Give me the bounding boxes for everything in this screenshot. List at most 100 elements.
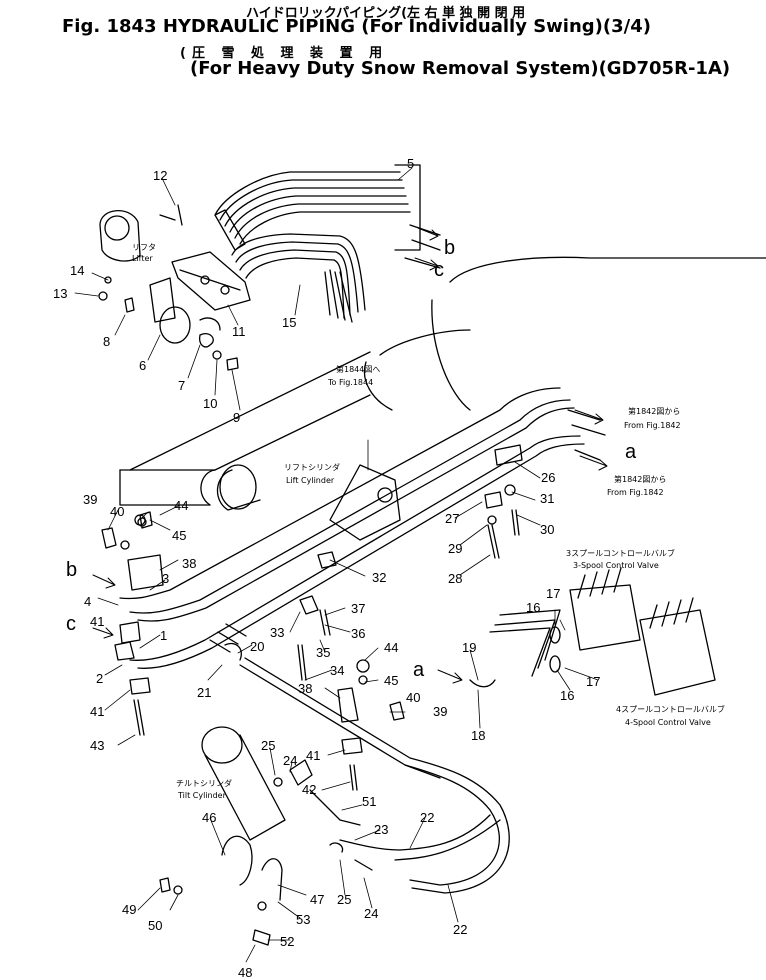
title-line-system: (For Heavy Duty Snow Removal System)(GD7… <box>190 58 731 79</box>
label-4-spool-en: 4-Spool Control Valve <box>625 718 711 727</box>
label-from-fig-b-jp: 第1842図から <box>614 474 666 484</box>
part-number: 14 <box>70 263 84 278</box>
label-from-fig-b-en: From Fig.1842 <box>607 488 664 497</box>
part-number: 49 <box>122 902 136 917</box>
connection-arrows <box>92 227 608 684</box>
part-number: 8 <box>103 334 110 349</box>
part-number: 9 <box>233 410 240 425</box>
part-number: 22 <box>453 922 467 937</box>
part-number: 39 <box>433 704 447 719</box>
tilt-cylinder <box>159 726 373 946</box>
manifold-block <box>159 204 251 311</box>
part-number: 16 <box>560 688 574 703</box>
part-number: 25 <box>261 738 275 753</box>
part-number: 35 <box>316 645 330 660</box>
part-number: 47 <box>310 892 324 907</box>
label-4-spool-jp: 4スプールコントロールバルブ <box>616 704 725 714</box>
part-number: 45 <box>172 528 186 543</box>
main-pipe-run <box>119 387 585 669</box>
title-line-figure: Fig. 1843 HYDRAULIC PIPING (For Individu… <box>62 16 651 37</box>
part-number: 6 <box>139 358 146 373</box>
part-number: 18 <box>471 728 485 743</box>
part-number: 39 <box>83 492 97 507</box>
part-number: 51 <box>362 794 376 809</box>
part-number: 41 <box>90 704 104 719</box>
title-line-japanese: ハイドロリックパイピング(左 右 単 独 開 閉 用 <box>246 6 526 21</box>
part-number: 34 <box>330 663 344 678</box>
part-number: 38 <box>182 556 196 571</box>
part-number: 33 <box>270 625 284 640</box>
part-number: 44 <box>174 498 188 513</box>
part-number: 50 <box>148 918 162 933</box>
part-number: 30 <box>540 522 554 537</box>
part-number: 20 <box>250 639 264 654</box>
part-number: 24 <box>364 906 378 921</box>
hose-22 <box>239 657 510 894</box>
label-to-fig-en: To Fig.1844 <box>327 378 373 387</box>
small-fittings <box>101 409 606 791</box>
leader-lines <box>74 167 599 963</box>
part-number: 7 <box>178 378 185 393</box>
part-number: 41 <box>90 614 104 629</box>
label-lift-cylinder-jp: リフトシリンダ <box>284 462 340 472</box>
label-from-fig-a-jp: 第1842図から <box>628 406 680 416</box>
label-from-fig-a-en: From Fig.1842 <box>624 421 681 430</box>
part-number: 44 <box>384 640 398 655</box>
connection-letter-b-left: b <box>66 559 77 581</box>
part-number: 26 <box>541 470 555 485</box>
label-3-spool-en: 3-Spool Control Valve <box>573 561 659 570</box>
part-number: 25 <box>337 892 351 907</box>
part-number: 40 <box>110 504 124 519</box>
label-tilt-cylinder-jp: チルトシリンダ <box>176 778 232 788</box>
label-tilt-cylinder-en: Tilt Cylinder <box>177 791 227 800</box>
connection-letter-c-upper: c <box>434 259 444 281</box>
part-number: 3 <box>162 571 169 586</box>
lifter-bracket <box>98 210 239 371</box>
label-lifter-en: Lifter <box>132 254 153 263</box>
part-number: 2 <box>96 671 103 686</box>
part-number: 52 <box>280 934 294 949</box>
label-lift-cylinder-en: Lift Cylinder <box>286 476 335 485</box>
pipe-bundle-15 <box>231 233 366 323</box>
label-lifter-jp: リフタ <box>132 243 156 252</box>
part-number: 24 <box>283 753 297 768</box>
part-number: 45 <box>384 673 398 688</box>
part-number: 31 <box>540 491 554 506</box>
part-number: 23 <box>374 822 388 837</box>
part-number: 13 <box>53 286 67 301</box>
part-number: 10 <box>203 396 217 411</box>
connection-letter-b-upper: b <box>444 237 455 259</box>
part-number: 12 <box>153 168 167 183</box>
part-number: 48 <box>238 965 252 980</box>
part-number: 19 <box>462 640 476 655</box>
part-number: 11 <box>232 324 246 339</box>
label-3-spool-jp: 3スプールコントロールバルブ <box>566 548 675 558</box>
part-number: 21 <box>197 685 211 700</box>
part-number: 38 <box>298 681 312 696</box>
part-number: 53 <box>296 912 310 927</box>
part-number: 16 <box>526 600 540 615</box>
connection-letter-a-right: a <box>625 441 637 463</box>
part-number: 42 <box>302 782 316 797</box>
control-valves <box>469 567 716 696</box>
part-number: 32 <box>372 570 386 585</box>
label-to-fig-jp: 第1844図へ <box>336 364 380 374</box>
part-number: 17 <box>546 586 560 601</box>
part-number: 28 <box>448 571 462 586</box>
part-number: 36 <box>351 626 365 641</box>
part-number: 17 <box>586 674 600 689</box>
part-number: 46 <box>202 810 216 825</box>
part-number: 37 <box>351 601 365 616</box>
part-number: 41 <box>306 748 320 763</box>
part-number: 15 <box>282 315 296 330</box>
part-number: 29 <box>448 541 462 556</box>
part-number: 5 <box>407 156 414 171</box>
connection-letter-c-left: c <box>66 613 76 635</box>
part-number: 43 <box>90 738 104 753</box>
pipe-bundle-5 <box>214 164 441 269</box>
part-number: 22 <box>420 810 434 825</box>
connection-letter-a-lower: a <box>413 659 425 681</box>
part-number: 1 <box>160 628 167 643</box>
part-number: 4 <box>84 594 91 609</box>
